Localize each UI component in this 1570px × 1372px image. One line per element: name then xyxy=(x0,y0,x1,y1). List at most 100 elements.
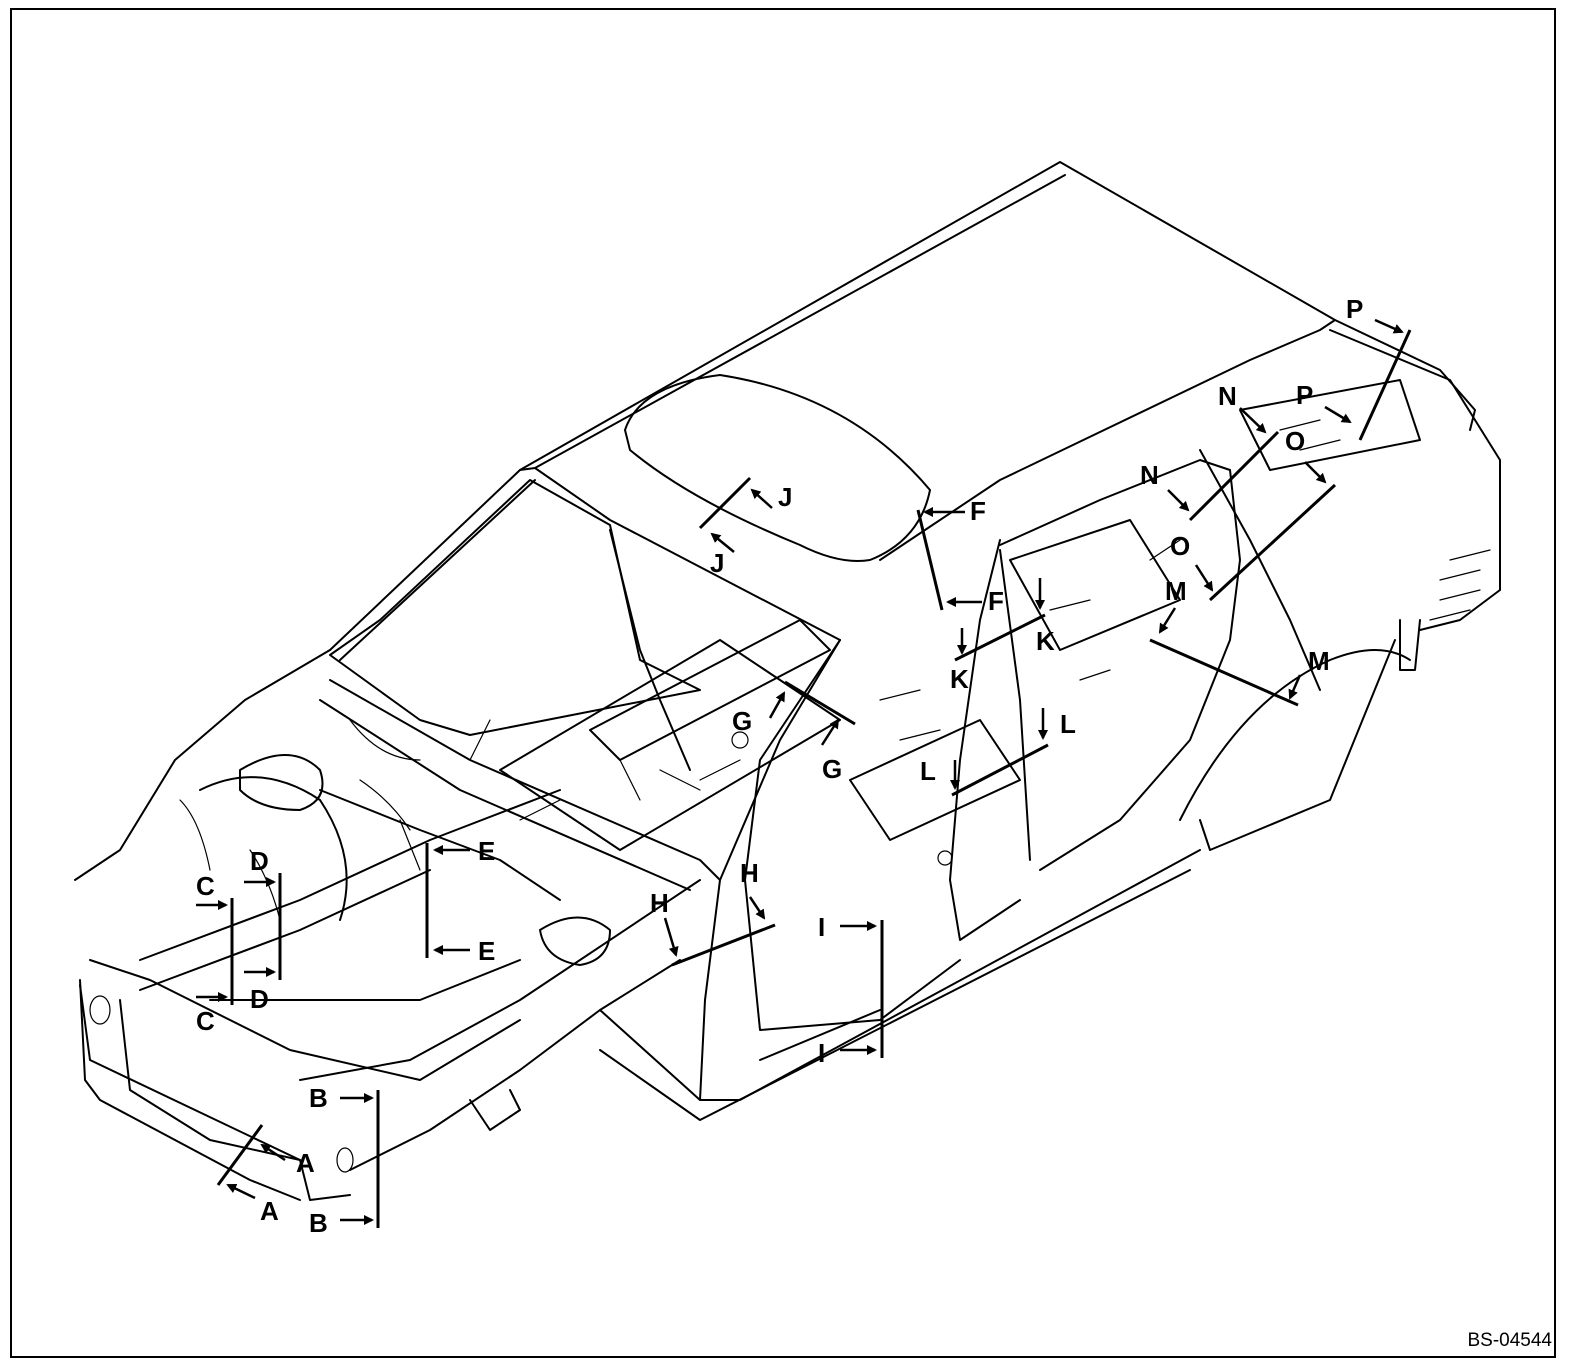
floor-crossmember xyxy=(589,619,831,761)
arrow-g-1 xyxy=(768,691,786,719)
section-label-k: K xyxy=(950,664,969,694)
front-crossmember-top xyxy=(89,959,521,1081)
sill-groove xyxy=(759,1009,881,1061)
roof-side-line-2 xyxy=(339,479,536,661)
roof-side-line xyxy=(329,469,521,651)
front-frame-bracket xyxy=(469,1089,521,1131)
section-line-j xyxy=(698,476,752,530)
section-label-d: D xyxy=(250,846,269,876)
section-line-p xyxy=(1358,329,1412,441)
section-label-g: G xyxy=(732,706,752,736)
section-label-o: O xyxy=(1285,426,1305,456)
c-pillar xyxy=(1199,449,1321,691)
arrow-h-2 xyxy=(748,896,766,920)
section-labels: A A B B C C D D E E F F G G H H I I J J … xyxy=(196,294,1363,1238)
section-view-arrows xyxy=(196,318,1404,1225)
section-label-f: F xyxy=(970,496,986,526)
rear-quarter-lower xyxy=(1199,639,1396,851)
side-sill xyxy=(599,849,1201,1101)
section-label-i: I xyxy=(818,1038,825,1068)
section-line-f xyxy=(916,509,944,611)
front-side-member-left xyxy=(139,789,561,961)
roof-panel xyxy=(519,161,1476,471)
section-label-a: A xyxy=(260,1196,279,1226)
section-cut-lines xyxy=(216,329,1412,1228)
cowl-lower xyxy=(319,699,691,891)
section-label-n: N xyxy=(1218,381,1237,411)
engine-bay-lower xyxy=(209,959,521,1001)
front-door-opening xyxy=(744,639,961,1031)
front-bumper-beam xyxy=(79,984,351,1201)
arrow-h-1 xyxy=(663,917,679,957)
rear-wheel-arch xyxy=(1179,649,1411,821)
dash-panel xyxy=(319,789,561,901)
roof-rear-edge xyxy=(879,319,1336,561)
strut-tower-left xyxy=(239,754,324,811)
section-label-f: F xyxy=(988,586,1004,616)
arrow-g-2 xyxy=(820,718,840,746)
apron-right xyxy=(349,959,681,1171)
arrow-o-1 xyxy=(1194,564,1214,592)
b-pillar xyxy=(949,539,1021,941)
strut-tower-right xyxy=(539,916,611,966)
figure-frame xyxy=(10,8,1556,1358)
section-line-h xyxy=(671,923,776,967)
arrow-p-2 xyxy=(1324,405,1352,424)
section-label-k: K xyxy=(1036,626,1055,656)
section-line-o xyxy=(1208,483,1337,602)
cargo-floor xyxy=(1239,379,1421,471)
section-label-l: L xyxy=(1060,709,1076,739)
figure-code: BS-04544 xyxy=(1467,1330,1552,1351)
section-label-m: M xyxy=(1165,576,1187,606)
arrow-a-1 xyxy=(260,1143,286,1162)
roof-rail-inner xyxy=(534,467,841,641)
section-line-l xyxy=(951,743,1049,797)
front-end-module xyxy=(74,649,331,881)
section-line-n xyxy=(1188,430,1280,522)
rear-bumper-area xyxy=(1399,619,1421,671)
arrow-j-1 xyxy=(750,488,773,509)
front-side-member-right xyxy=(299,879,701,1081)
section-label-b: B xyxy=(309,1083,328,1113)
arrow-p-1 xyxy=(1374,318,1404,334)
rear-floor xyxy=(849,719,1021,841)
section-label-e: E xyxy=(478,936,495,966)
body-shell-outline xyxy=(74,161,1501,1201)
arrow-n-2 xyxy=(1239,407,1267,434)
section-label-h: H xyxy=(650,888,669,918)
arrow-n-1 xyxy=(1167,489,1190,512)
section-line-g xyxy=(784,680,856,726)
arrow-j-2 xyxy=(710,532,735,553)
arrow-a-2 xyxy=(226,1183,256,1200)
windshield-frame xyxy=(329,479,701,736)
rear-door-opening xyxy=(999,459,1241,871)
arrow-m-2 xyxy=(1288,674,1302,700)
section-line-a xyxy=(216,1124,264,1186)
section-label-j: J xyxy=(778,482,792,512)
a-pillar xyxy=(609,529,691,771)
section-label-p: P xyxy=(1296,380,1313,410)
front-side-member-left-lower xyxy=(139,869,431,991)
rear-seat-pan xyxy=(1009,519,1181,651)
section-label-c: C xyxy=(196,1006,215,1036)
radiator-support xyxy=(79,979,301,1201)
front-wheel-housing xyxy=(199,776,348,921)
rear-quarter xyxy=(1329,329,1501,631)
section-label-b: B xyxy=(309,1208,328,1238)
section-label-e: E xyxy=(478,836,495,866)
section-label-c: C xyxy=(196,871,215,901)
side-sill-lower xyxy=(599,869,1191,1121)
cowl-top xyxy=(329,679,721,881)
section-label-m: M xyxy=(1308,646,1330,676)
roof-rail-left xyxy=(519,174,1066,471)
section-line-k xyxy=(954,613,1046,662)
sunroof-opening xyxy=(624,374,931,562)
section-label-h: H xyxy=(740,858,759,888)
floor-pan xyxy=(499,639,841,851)
section-label-a: A xyxy=(296,1148,315,1178)
section-label-i: I xyxy=(818,912,825,942)
section-label-l: L xyxy=(920,756,936,786)
section-label-j: J xyxy=(710,548,724,578)
section-line-m xyxy=(1149,638,1299,707)
